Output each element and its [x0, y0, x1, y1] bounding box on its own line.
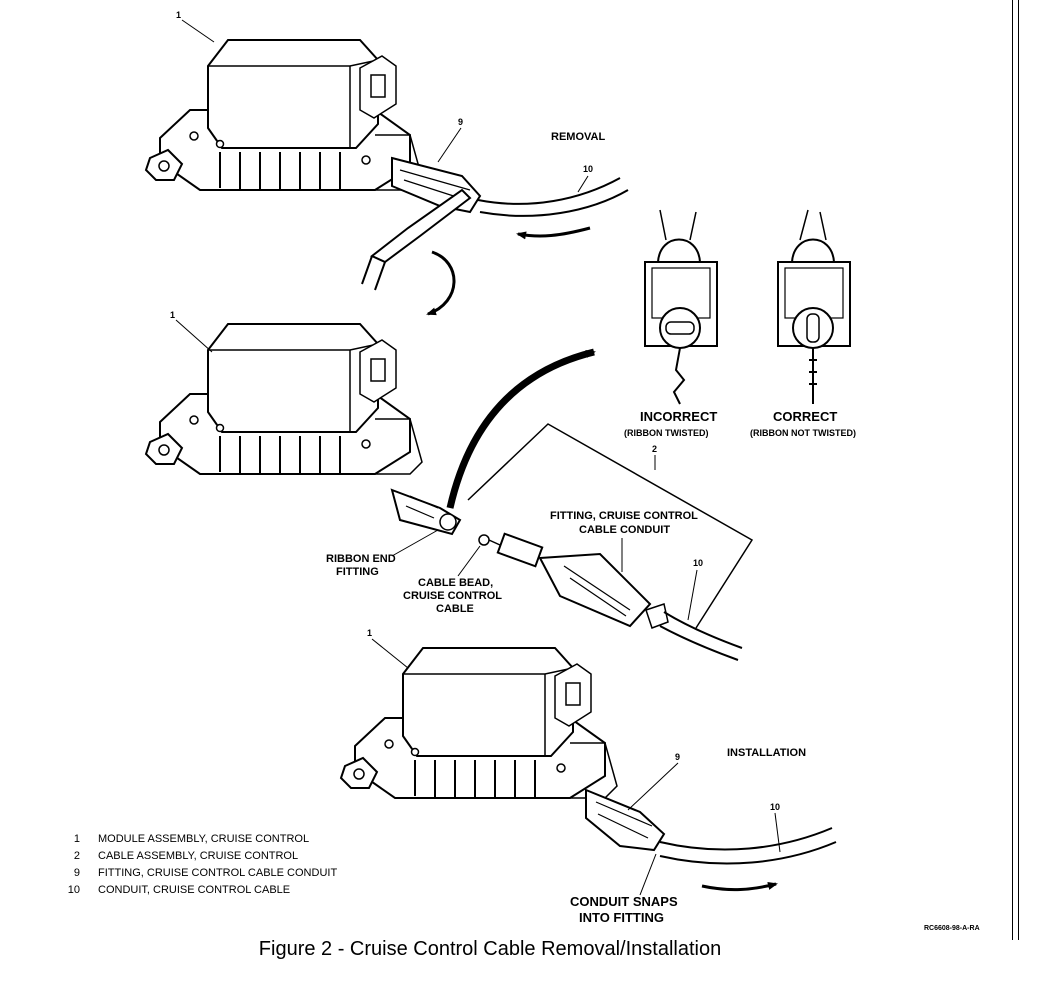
middle-cable-bead — [478, 534, 501, 546]
incorrect-note: (RIBBON TWISTED) — [624, 428, 709, 438]
callout-bot-module: 1 — [367, 628, 372, 638]
legend-num-2: 2 — [74, 850, 80, 862]
legend-num-3: 9 — [74, 867, 80, 879]
incorrect-connector-view — [644, 209, 718, 405]
callout-mid-conduit: 10 — [693, 558, 703, 568]
legend-text-3: FITTING, CRUISE CONTROL CABLE CONDUIT — [98, 867, 337, 879]
bead-label-line3: CABLE — [436, 603, 474, 615]
callout-bot-conduit: 10 — [770, 802, 780, 812]
ribbon-label-line1: RIBBON END — [326, 553, 396, 565]
correct-connector-view — [777, 209, 851, 404]
installation-arrow-push — [701, 882, 778, 892]
middle-ribbon-end-fitting — [390, 488, 462, 536]
legend-text-2: CABLE ASSEMBLY, CRUISE CONTROL — [98, 850, 298, 862]
installation-fitting — [585, 788, 666, 852]
legend-num-4: 10 — [68, 884, 80, 896]
callout-top-fitting: 9 — [458, 117, 463, 127]
snaps-label-line1: CONDUIT SNAPS — [570, 894, 678, 909]
removal-label: REMOVAL — [551, 131, 605, 143]
correct-note: (RIBBON NOT TWISTED) — [750, 428, 856, 438]
middle-conduit-fitting — [496, 532, 669, 629]
page-border-outer — [1018, 0, 1019, 940]
removal-arrow-pull — [516, 226, 591, 240]
middle-cable-assembly-bracket — [467, 423, 754, 629]
middle-module-assembly — [145, 323, 423, 475]
removal-screwdriver — [361, 188, 472, 291]
figure-caption: Figure 2 - Cruise Control Cable Removal/… — [258, 938, 722, 960]
callout-bot-fitting: 9 — [675, 752, 680, 762]
installation-label: INSTALLATION — [727, 747, 806, 759]
removal-fitting — [391, 156, 482, 214]
installation-conduit-10 — [659, 827, 837, 865]
callout-mid-module: 1 — [170, 310, 175, 320]
fitting-label-line2: CABLE CONDUIT — [579, 524, 670, 536]
legend-text-4: CONDUIT, CRUISE CONTROL CABLE — [98, 884, 290, 896]
fitting-label-line1: FITTING, CRUISE CONTROL — [550, 510, 698, 522]
legend: 1 MODULE ASSEMBLY, CRUISE CONTROL 2 CABL… — [68, 833, 338, 896]
incorrect-label: INCORRECT — [640, 409, 717, 424]
reference-code: RC6608-98-A-RA — [924, 925, 980, 932]
ribbon-label-line2: FITTING — [336, 566, 379, 578]
snaps-label-line2: INTO FITTING — [579, 910, 664, 925]
removal-module-assembly — [145, 39, 423, 191]
correct-label: CORRECT — [773, 409, 837, 424]
callout-top-module: 1 — [176, 10, 181, 20]
installation-module-assembly — [340, 647, 618, 799]
bead-label-line1: CABLE BEAD, — [418, 577, 493, 589]
callout-mid-cable: 2 — [652, 444, 657, 454]
middle-conduit-10 — [659, 611, 743, 661]
callout-top-conduit: 10 — [583, 164, 593, 174]
bead-label-line2: CRUISE CONTROL — [403, 590, 502, 602]
removal-conduit-10 — [477, 177, 629, 217]
middle-curved-arrow — [446, 348, 596, 509]
page-border-inner — [1012, 0, 1013, 940]
legend-num-1: 1 — [74, 833, 80, 845]
legend-text-1: MODULE ASSEMBLY, CRUISE CONTROL — [98, 833, 309, 845]
removal-arrow-pry — [426, 250, 456, 316]
